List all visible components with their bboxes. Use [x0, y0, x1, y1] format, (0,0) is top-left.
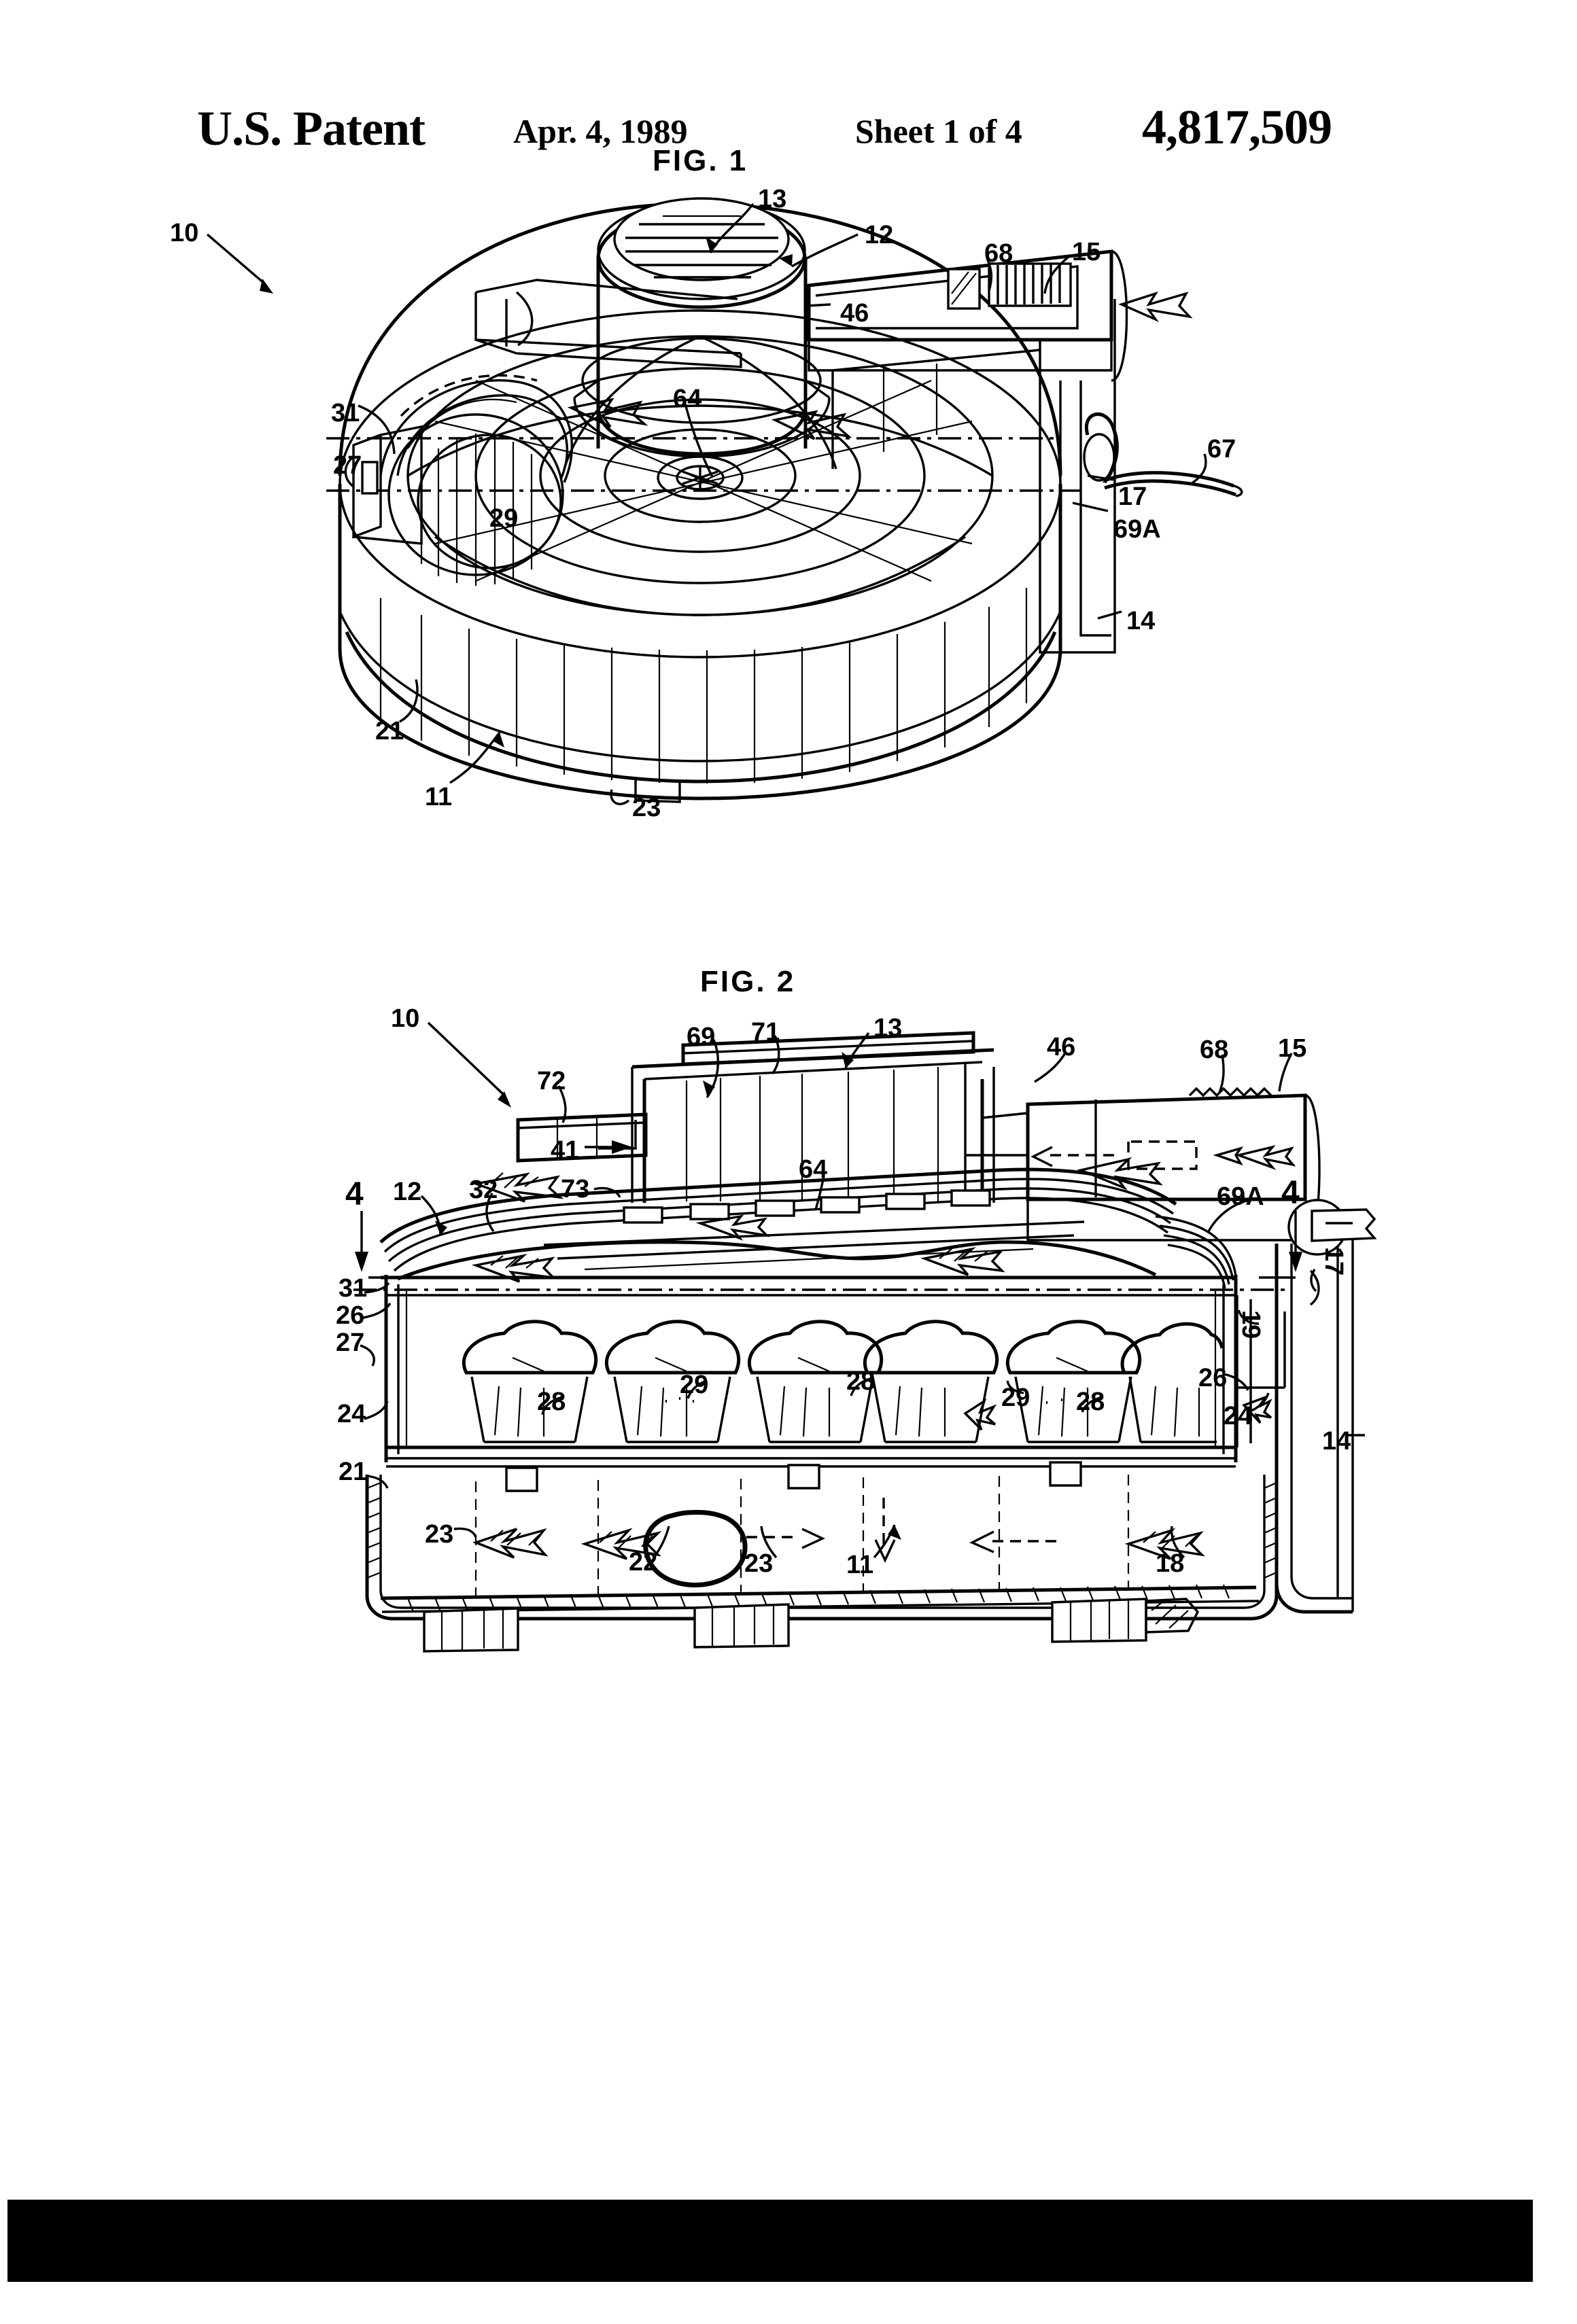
ref-numeral: 24 [337, 1400, 366, 1428]
ref-numeral: 67 [1207, 435, 1236, 463]
section-marker: 4 [345, 1176, 364, 1212]
ref-numeral: 11 [846, 1551, 874, 1579]
patent-header: U.S. Patent Apr. 4, 1989 Sheet 1 of 4 4,… [0, 48, 1577, 156]
ref-numeral: 64 [799, 1155, 828, 1184]
ref-numeral: 28 [537, 1388, 566, 1416]
ref-numeral: 15 [1278, 1034, 1307, 1063]
ref-numeral: 13 [758, 185, 787, 213]
ref-numeral: 46 [1047, 1033, 1076, 1061]
ref-numeral: 12 [393, 1178, 422, 1206]
patent-date: Apr. 4, 1989 [513, 112, 688, 150]
ref-numeral: 10 [391, 1004, 420, 1033]
ref-numeral: 14 [1126, 607, 1156, 635]
ref-numeral: 19 [1236, 1310, 1265, 1339]
section-marker: 4 [1281, 1175, 1300, 1211]
baked-goods [462, 1320, 1224, 1443]
ref-numeral: 13 [873, 1014, 903, 1042]
ref-numeral: 71 [751, 1018, 780, 1046]
ref-numeral: 18 [1156, 1549, 1185, 1578]
ref-numeral: 15 [1072, 238, 1101, 266]
ref-numeral: 26 [1198, 1364, 1228, 1392]
ref-numeral: 28 [1076, 1388, 1105, 1416]
ref-numeral: 11 [425, 783, 453, 811]
scan-artifact-black-band [7, 2200, 1533, 2282]
figure-2-label: FIG. 2 [700, 965, 796, 998]
ref-numeral: 26 [336, 1301, 365, 1330]
ref-numeral: 31 [331, 399, 360, 427]
ref-numeral: 22 [629, 1548, 658, 1577]
ref-numeral: 27 [333, 451, 362, 480]
ref-numeral: 72 [537, 1067, 566, 1095]
ref-numeral: 23 [744, 1549, 774, 1578]
ref-numeral: 69A [1113, 515, 1161, 544]
sheet-number: Sheet 1 of 4 [855, 112, 1022, 150]
ref-numeral: 24 [1224, 1402, 1253, 1430]
patent-number: 4,817,509 [1142, 100, 1332, 154]
ref-numeral: 68 [984, 239, 1013, 268]
ref-numeral: 28 [846, 1367, 876, 1396]
ref-numeral: 31 [339, 1274, 368, 1303]
ref-numeral: 64 [673, 385, 702, 413]
ref-numeral: 32 [469, 1176, 498, 1204]
figure-2-drawing [353, 1021, 1377, 1653]
ref-numeral: 69 [687, 1023, 716, 1051]
ref-numeral: 21 [375, 717, 404, 745]
fig1-geometry [206, 197, 1243, 805]
ref-numeral: 41 [551, 1136, 580, 1165]
patent-office-title: U.S. Patent [197, 101, 426, 156]
ref-numeral: 17 [1118, 482, 1147, 511]
ref-numeral: 73 [561, 1175, 590, 1203]
ref-numeral: 23 [632, 794, 661, 822]
ref-numeral: 17 [1319, 1247, 1348, 1276]
ref-numeral: 12 [865, 221, 894, 249]
ref-numeral: 29 [680, 1371, 709, 1399]
figure-1-drawing [206, 197, 1243, 805]
ref-numeral: 27 [336, 1328, 365, 1357]
ref-numeral: 23 [425, 1520, 454, 1549]
fig2-geometry [353, 1021, 1377, 1653]
ref-numeral: 14 [1322, 1427, 1351, 1456]
ref-numeral: 46 [840, 299, 869, 328]
ref-numeral: 10 [170, 219, 199, 247]
ref-numeral: 68 [1200, 1036, 1229, 1064]
ref-numeral: 69A [1217, 1182, 1264, 1211]
ref-numeral: 29 [489, 504, 519, 533]
figure-1-label: FIG. 1 [653, 144, 748, 177]
ref-numeral: 29 [1001, 1384, 1030, 1412]
ref-numeral: 21 [339, 1458, 368, 1486]
